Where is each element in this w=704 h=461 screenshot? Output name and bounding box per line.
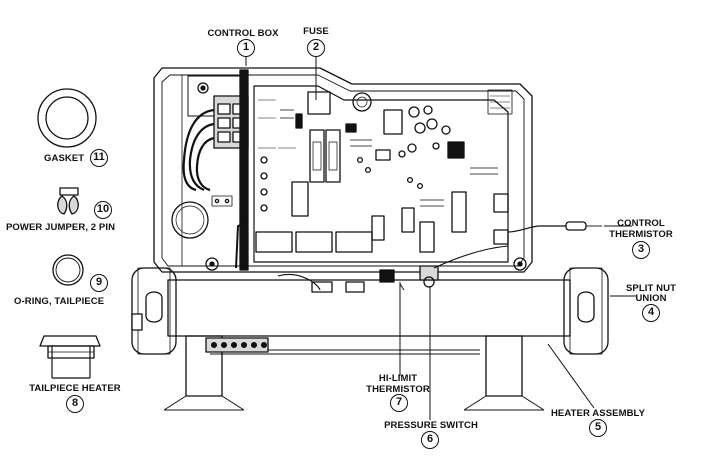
pressure-switch-label: PRESSURE SWITCH <box>384 420 478 431</box>
control-thermistor-drawing <box>507 221 602 233</box>
hi-limit-thermistor-label-line2: THERMISTOR <box>366 384 430 395</box>
callout-6: 6 <box>421 431 439 449</box>
callout-9: 9 <box>90 274 108 292</box>
callout-10: 10 <box>94 201 112 219</box>
split-nut-union-left <box>131 267 177 355</box>
split-nut-union-label-line2: UNION <box>635 293 667 304</box>
control-box-label: CONTROL BOX <box>207 28 279 39</box>
callout-3: 3 <box>632 241 650 259</box>
control-thermistor-label-line1: CONTROL <box>617 218 665 229</box>
callout-5: 5 <box>589 419 607 437</box>
split-nut-union-label-line1: SPLIT NUT <box>626 283 676 294</box>
callout-11: 11 <box>90 149 108 167</box>
callout-7: 7 <box>390 394 408 412</box>
heater-assembly-drawing <box>163 245 571 411</box>
callout-4: 4 <box>642 304 660 322</box>
o-ring-drawing <box>52 254 84 286</box>
leader-lines <box>245 44 636 420</box>
power-jumper-label: POWER JUMPER, 2 PIN <box>6 222 116 233</box>
split-nut-union-right <box>563 267 609 355</box>
gasket-label: GASKET <box>44 153 85 164</box>
power-jumper-drawing <box>57 187 79 215</box>
gasket-drawing <box>37 88 97 148</box>
control-box-drawing <box>153 67 533 273</box>
control-thermistor-label-line2: THERMISTOR <box>609 229 673 240</box>
callout-1: 1 <box>237 39 255 57</box>
callout-8: 8 <box>66 395 84 413</box>
o-ring-tailpiece-label: O-RING, TAILPIECE <box>14 296 105 307</box>
callout-2: 2 <box>307 39 325 57</box>
tailpiece-heater-label: TAILPIECE HEATER <box>29 383 121 394</box>
hi-limit-thermistor-label-line1: HI-LIMIT <box>378 373 418 384</box>
heater-assembly-label: HEATER ASSEMBLY <box>550 408 646 419</box>
tailpiece-heater-drawing <box>39 335 101 379</box>
circuit-board-drawing <box>253 85 513 263</box>
fuse-label: FUSE <box>303 26 329 37</box>
